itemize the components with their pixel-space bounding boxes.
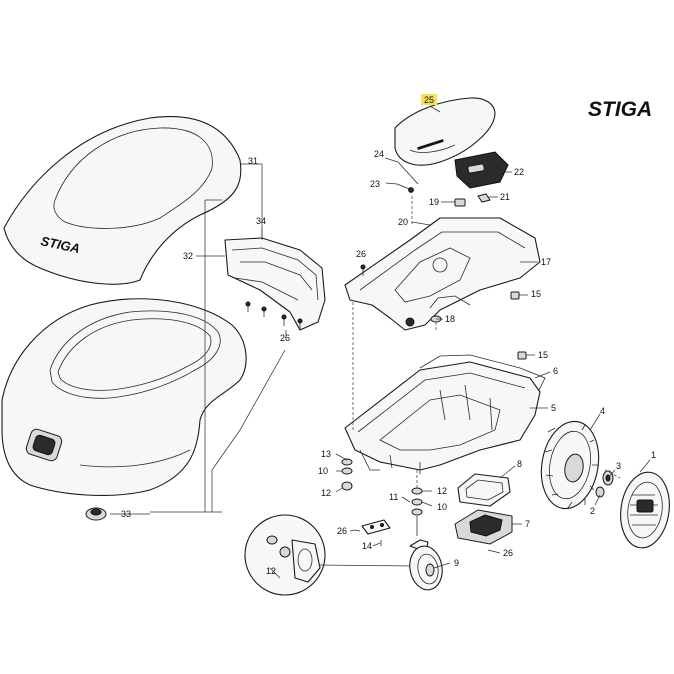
part-17-upper-chassis[interactable] [344,217,541,331]
callout-18: 18 [445,314,455,324]
callout-12-wheel: 12 [266,566,276,576]
callout-4: 4 [600,406,605,416]
part-14-bracket[interactable] [361,519,391,535]
callout-26-upper: 26 [356,249,366,259]
callout-21: 21 [500,192,510,202]
part-24-rod[interactable] [397,161,419,185]
callout-2: 2 [590,506,595,516]
part-1-wheel-cover[interactable] [616,469,674,551]
callout-10-center: 10 [437,502,447,512]
callout-33: 33 [121,509,131,519]
bumper-screws[interactable] [245,301,303,330]
part-32-front-bumper[interactable] [224,237,326,331]
callout-26-bracket: 26 [337,526,347,536]
part-7-module[interactable] [454,509,513,545]
callout-8: 8 [517,459,522,469]
callout-7: 7 [525,519,530,529]
part-8-plate-frame[interactable] [457,473,511,507]
part-26-screw-bracket[interactable] [354,529,382,546]
callout-13: 13 [321,449,331,459]
callout-6: 6 [553,366,558,376]
part-26-screw-upper[interactable] [360,264,366,276]
part-4-rear-wheel[interactable] [535,417,605,513]
callout-34: 34 [256,216,266,226]
callout-12-left: 12 [321,488,331,498]
part-23-pin[interactable] [396,183,414,193]
callout-22: 22 [514,167,524,177]
callout-3: 3 [616,461,621,471]
callout-11: 11 [389,492,398,502]
part-5-lower-chassis[interactable] [344,361,541,474]
part-33-body-shell[interactable] [1,298,247,496]
part-26-screw-lower[interactable] [487,549,497,553]
callout-15-upper: 15 [531,289,541,299]
callout-1: 1 [651,450,656,460]
part-15-clip-lower[interactable] [517,351,527,360]
part-21-screw[interactable] [477,193,491,203]
stiga-logo: STIGA [588,98,652,121]
callout-26-lower: 26 [503,548,513,558]
part-2-nut[interactable] [595,486,605,498]
callout-17: 17 [541,257,551,267]
callout-19: 19 [429,197,439,207]
callout-9: 9 [454,558,459,568]
callout-32: 32 [183,251,193,261]
callout-labels: 25 24 23 22 21 19 20 17 26 15 18 15 6 5 … [121,94,656,576]
callout-12-center: 12 [437,486,447,496]
part-12-caster-detail[interactable] [244,514,326,596]
part-25-top-panel[interactable]: ▬▬▬ [394,97,496,166]
part-15-clip-upper[interactable] [510,291,520,300]
callout-25-highlight [421,94,437,105]
part-31-top-cover[interactable]: STIGA [3,116,242,285]
parts-10-11-12-stack[interactable] [411,487,423,536]
callout-10-left: 10 [318,466,328,476]
callout-25: 25 [424,95,434,105]
parts-10-12-13-stack-left[interactable] [341,458,353,491]
callout-20: 20 [398,217,408,227]
callout-15-lower: 15 [538,350,548,360]
callout-26-bumper: 26 [280,333,290,343]
part-33-knob[interactable] [85,507,107,521]
part-19-clip[interactable] [454,198,466,207]
callout-23: 23 [370,179,380,189]
callout-24: 24 [374,149,384,159]
callout-14: 14 [362,541,372,551]
callout-31: 31 [248,156,258,166]
callout-5: 5 [551,403,556,413]
part-22-control-panel[interactable] [454,151,509,189]
